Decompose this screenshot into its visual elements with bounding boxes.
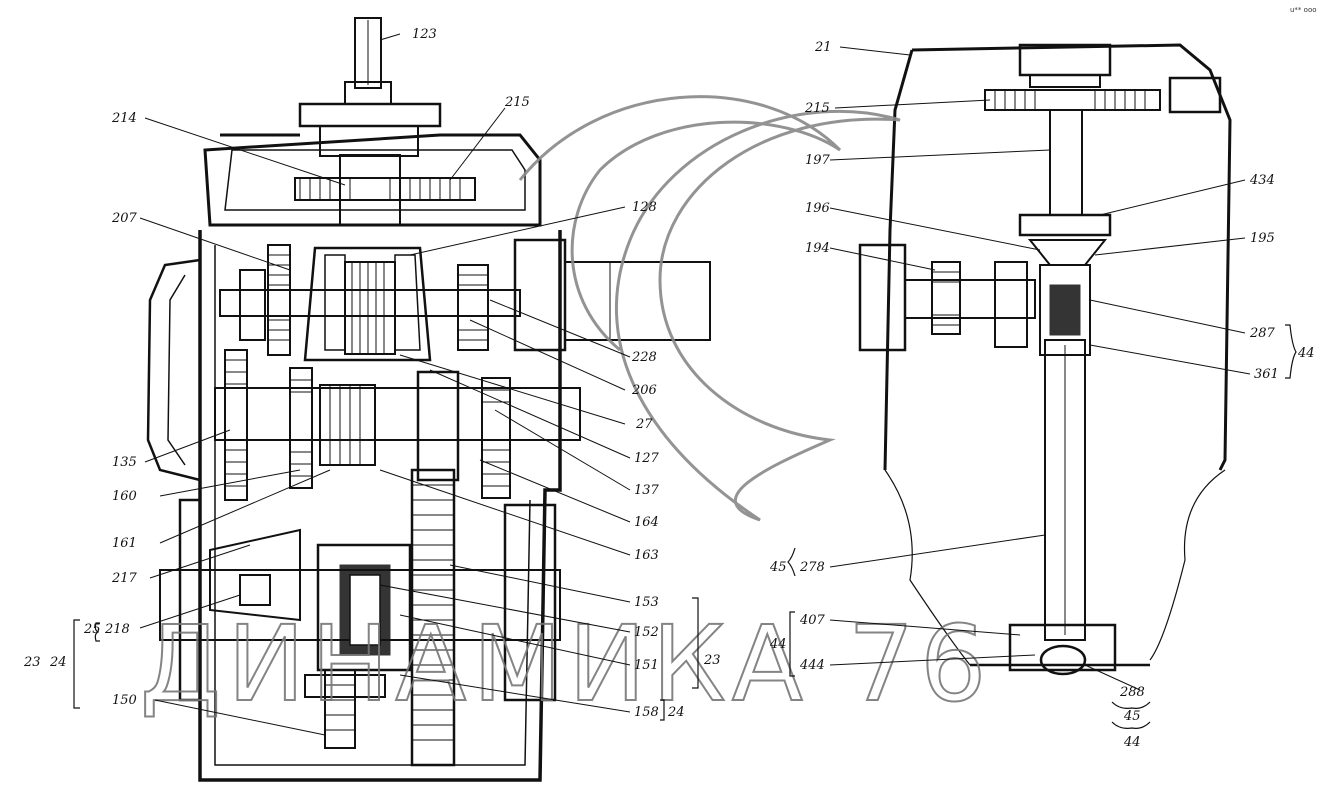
label-214: 214 xyxy=(111,111,137,126)
label-160: 160 xyxy=(112,489,137,504)
label-217: 217 xyxy=(111,571,138,586)
label-44-right: 44 xyxy=(1297,346,1315,361)
label-206: 206 xyxy=(631,383,657,398)
leader-lines xyxy=(139,33,1251,736)
label-27: 27 xyxy=(635,417,653,432)
label-128: 128 xyxy=(632,200,657,215)
label-194: 194 xyxy=(805,241,830,256)
label-197: 197 xyxy=(805,153,831,168)
right-gearbox-assembly xyxy=(858,43,1232,676)
label-444: 444 xyxy=(799,658,825,673)
label-153: 153 xyxy=(634,595,659,610)
label-196: 196 xyxy=(805,201,830,216)
label-123: 123 xyxy=(412,27,437,42)
label-228: 228 xyxy=(631,350,657,365)
label-21: 21 xyxy=(814,40,832,55)
label-215-left: 215 xyxy=(504,95,530,110)
label-215-right: 215 xyxy=(804,101,830,116)
braces xyxy=(73,324,1297,729)
label-25: 25 xyxy=(83,622,101,637)
label-407: 407 xyxy=(799,613,826,628)
watermark: ДИНАМИКА 76 xyxy=(139,95,992,726)
label-287: 287 xyxy=(1249,326,1276,341)
label-45-mid: 45 xyxy=(769,560,787,575)
label-278: 278 xyxy=(799,560,825,575)
watermark-text: ДИНАМИКА 76 xyxy=(140,603,992,725)
part-labels: 123 214 215 207 128 228 206 27 127 137 1… xyxy=(23,6,1317,750)
label-218: 218 xyxy=(104,622,130,637)
corner-mark: u** ooo xyxy=(1290,6,1317,14)
label-44-mid: 44 xyxy=(769,637,787,652)
label-24-right: 24 xyxy=(667,705,685,720)
label-152: 152 xyxy=(634,625,659,640)
label-361: 361 xyxy=(1254,367,1279,382)
label-23-right: 23 xyxy=(703,653,721,668)
label-45-bottom: 45 xyxy=(1123,709,1141,724)
label-158: 158 xyxy=(634,705,659,720)
label-288: 288 xyxy=(1119,685,1145,700)
left-gearbox-assembly xyxy=(146,17,711,782)
label-164: 164 xyxy=(634,515,659,530)
label-163: 163 xyxy=(634,548,659,563)
label-207: 207 xyxy=(111,211,138,226)
label-151: 151 xyxy=(634,658,659,673)
label-137: 137 xyxy=(634,483,660,498)
label-434: 434 xyxy=(1249,173,1275,188)
label-24-left: 24 xyxy=(49,655,67,670)
label-127: 127 xyxy=(634,451,660,466)
label-161: 161 xyxy=(112,536,137,551)
label-135: 135 xyxy=(112,455,137,470)
label-150: 150 xyxy=(112,693,137,708)
label-195: 195 xyxy=(1250,231,1275,246)
label-23-left: 23 xyxy=(23,655,41,670)
label-44-bottom: 44 xyxy=(1123,735,1141,750)
